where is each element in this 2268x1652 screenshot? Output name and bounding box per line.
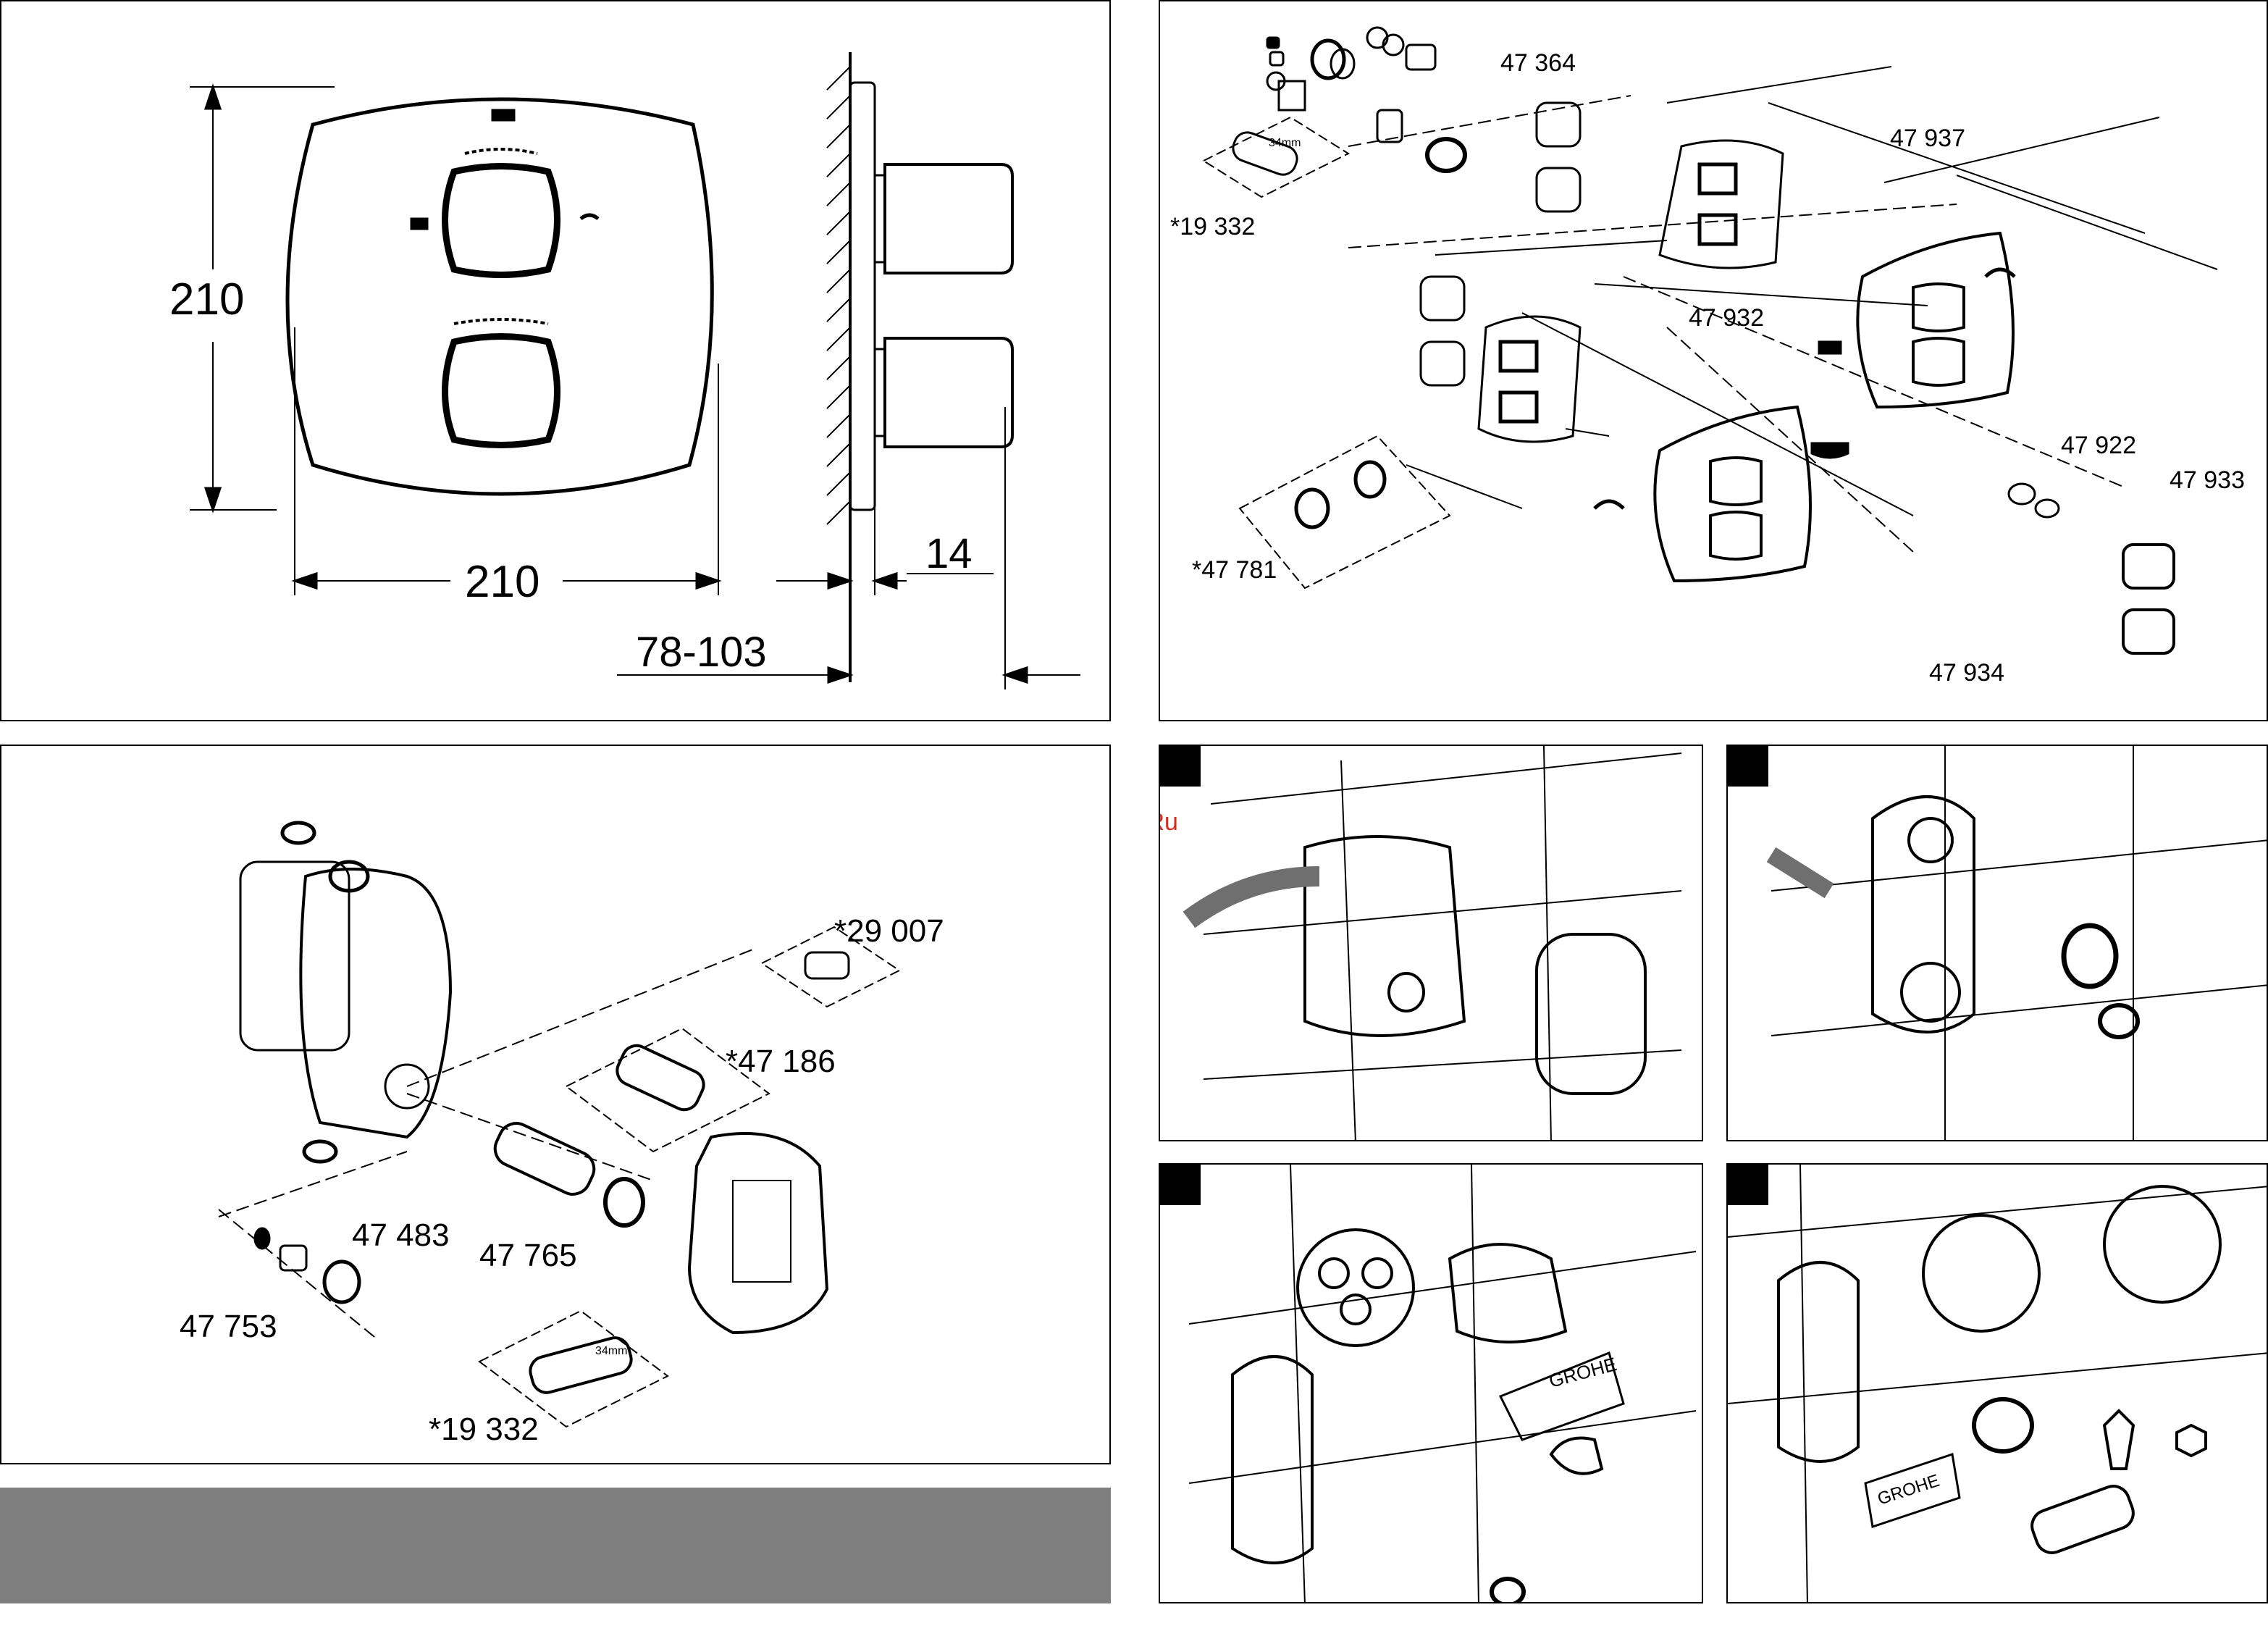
gray-footer-bar: [0, 1488, 1111, 1603]
label-47937: 47 937: [1890, 125, 1965, 152]
shower-head-icon-top: [1819, 342, 1841, 353]
upper-handle: [445, 167, 558, 275]
tool-size-bottom: 34mm: [595, 1345, 627, 1357]
step-marker-2: [1728, 746, 1768, 787]
spare-parts-panel: 47 364 *19 332 34mm 47 937 47 932 *47 78…: [1159, 0, 2268, 721]
scale-marks-top: [465, 149, 537, 154]
label-47753: 47 753: [180, 1309, 277, 1344]
step-marker-4: [1728, 1165, 1768, 1205]
height-dimension: 210: [169, 274, 244, 324]
label-47933: 47 933: [2170, 466, 2245, 494]
front-plate: [287, 99, 712, 494]
label-47483: 47 483: [352, 1217, 450, 1253]
rough-in-drawing: *29 007 *47 186 47 483 47 765 47 753 *19…: [1, 746, 1111, 1464]
step-marker-1: [1160, 746, 1201, 787]
depth-dimension: 78-103: [636, 629, 767, 676]
spare-parts-drawing: 47 364 *19 332 34mm 47 937 47 932 *47 78…: [1160, 1, 2268, 721]
rough-in-panel: *29 007 *47 186 47 483 47 765 47 753 *19…: [0, 745, 1111, 1464]
label-47934: 47 934: [1929, 659, 2004, 687]
hand-shower-icon-bottom: [1595, 501, 1624, 508]
label-29007: *29 007: [834, 913, 944, 949]
step-panel-1: McGrp.Ru: [1159, 745, 1703, 1141]
dimension-panel: 210 210 14 78-103: [0, 0, 1111, 721]
logo-mark: [492, 110, 514, 120]
step-panel-3: GROHE: [1159, 1163, 1703, 1603]
hand-shower-icon: [581, 215, 598, 219]
hand-shower-icon-top: [1986, 269, 2015, 277]
cover-plate-side: [850, 83, 875, 510]
watermark: McGrp.Ru: [1160, 808, 1178, 836]
step-panel-2: [1726, 745, 2268, 1141]
label-47765: 47 765: [479, 1238, 577, 1273]
label-19332-top: *19 332: [1170, 213, 1255, 240]
scale-marks-mid: [454, 319, 548, 324]
shower-head-icon: [411, 219, 427, 229]
label-47922: 47 922: [2061, 432, 2136, 459]
label-47364: 47 364: [1500, 49, 1576, 77]
lower-handle-side: [885, 338, 1012, 447]
step-panel-4: GROHE: [1726, 1163, 2268, 1603]
lower-handle: [445, 337, 558, 445]
label-47781: *47 781: [1192, 556, 1277, 584]
grohe-card-label-1: GROHE: [1547, 1353, 1619, 1392]
upper-handle-side: [885, 164, 1012, 273]
label-47186: *47 186: [726, 1044, 836, 1079]
label-19332-bottom: *19 332: [429, 1412, 539, 1447]
step-marker-3: [1160, 1165, 1201, 1205]
width-dimension: 210: [465, 557, 539, 607]
tool-size-top: 34mm: [1269, 137, 1301, 149]
projection-dimension: 14: [925, 530, 973, 577]
bathtub-icon: [1812, 443, 1848, 458]
dimension-drawing: 210 210 14 78-103: [1, 1, 1111, 721]
label-47932: 47 932: [1689, 304, 1764, 332]
